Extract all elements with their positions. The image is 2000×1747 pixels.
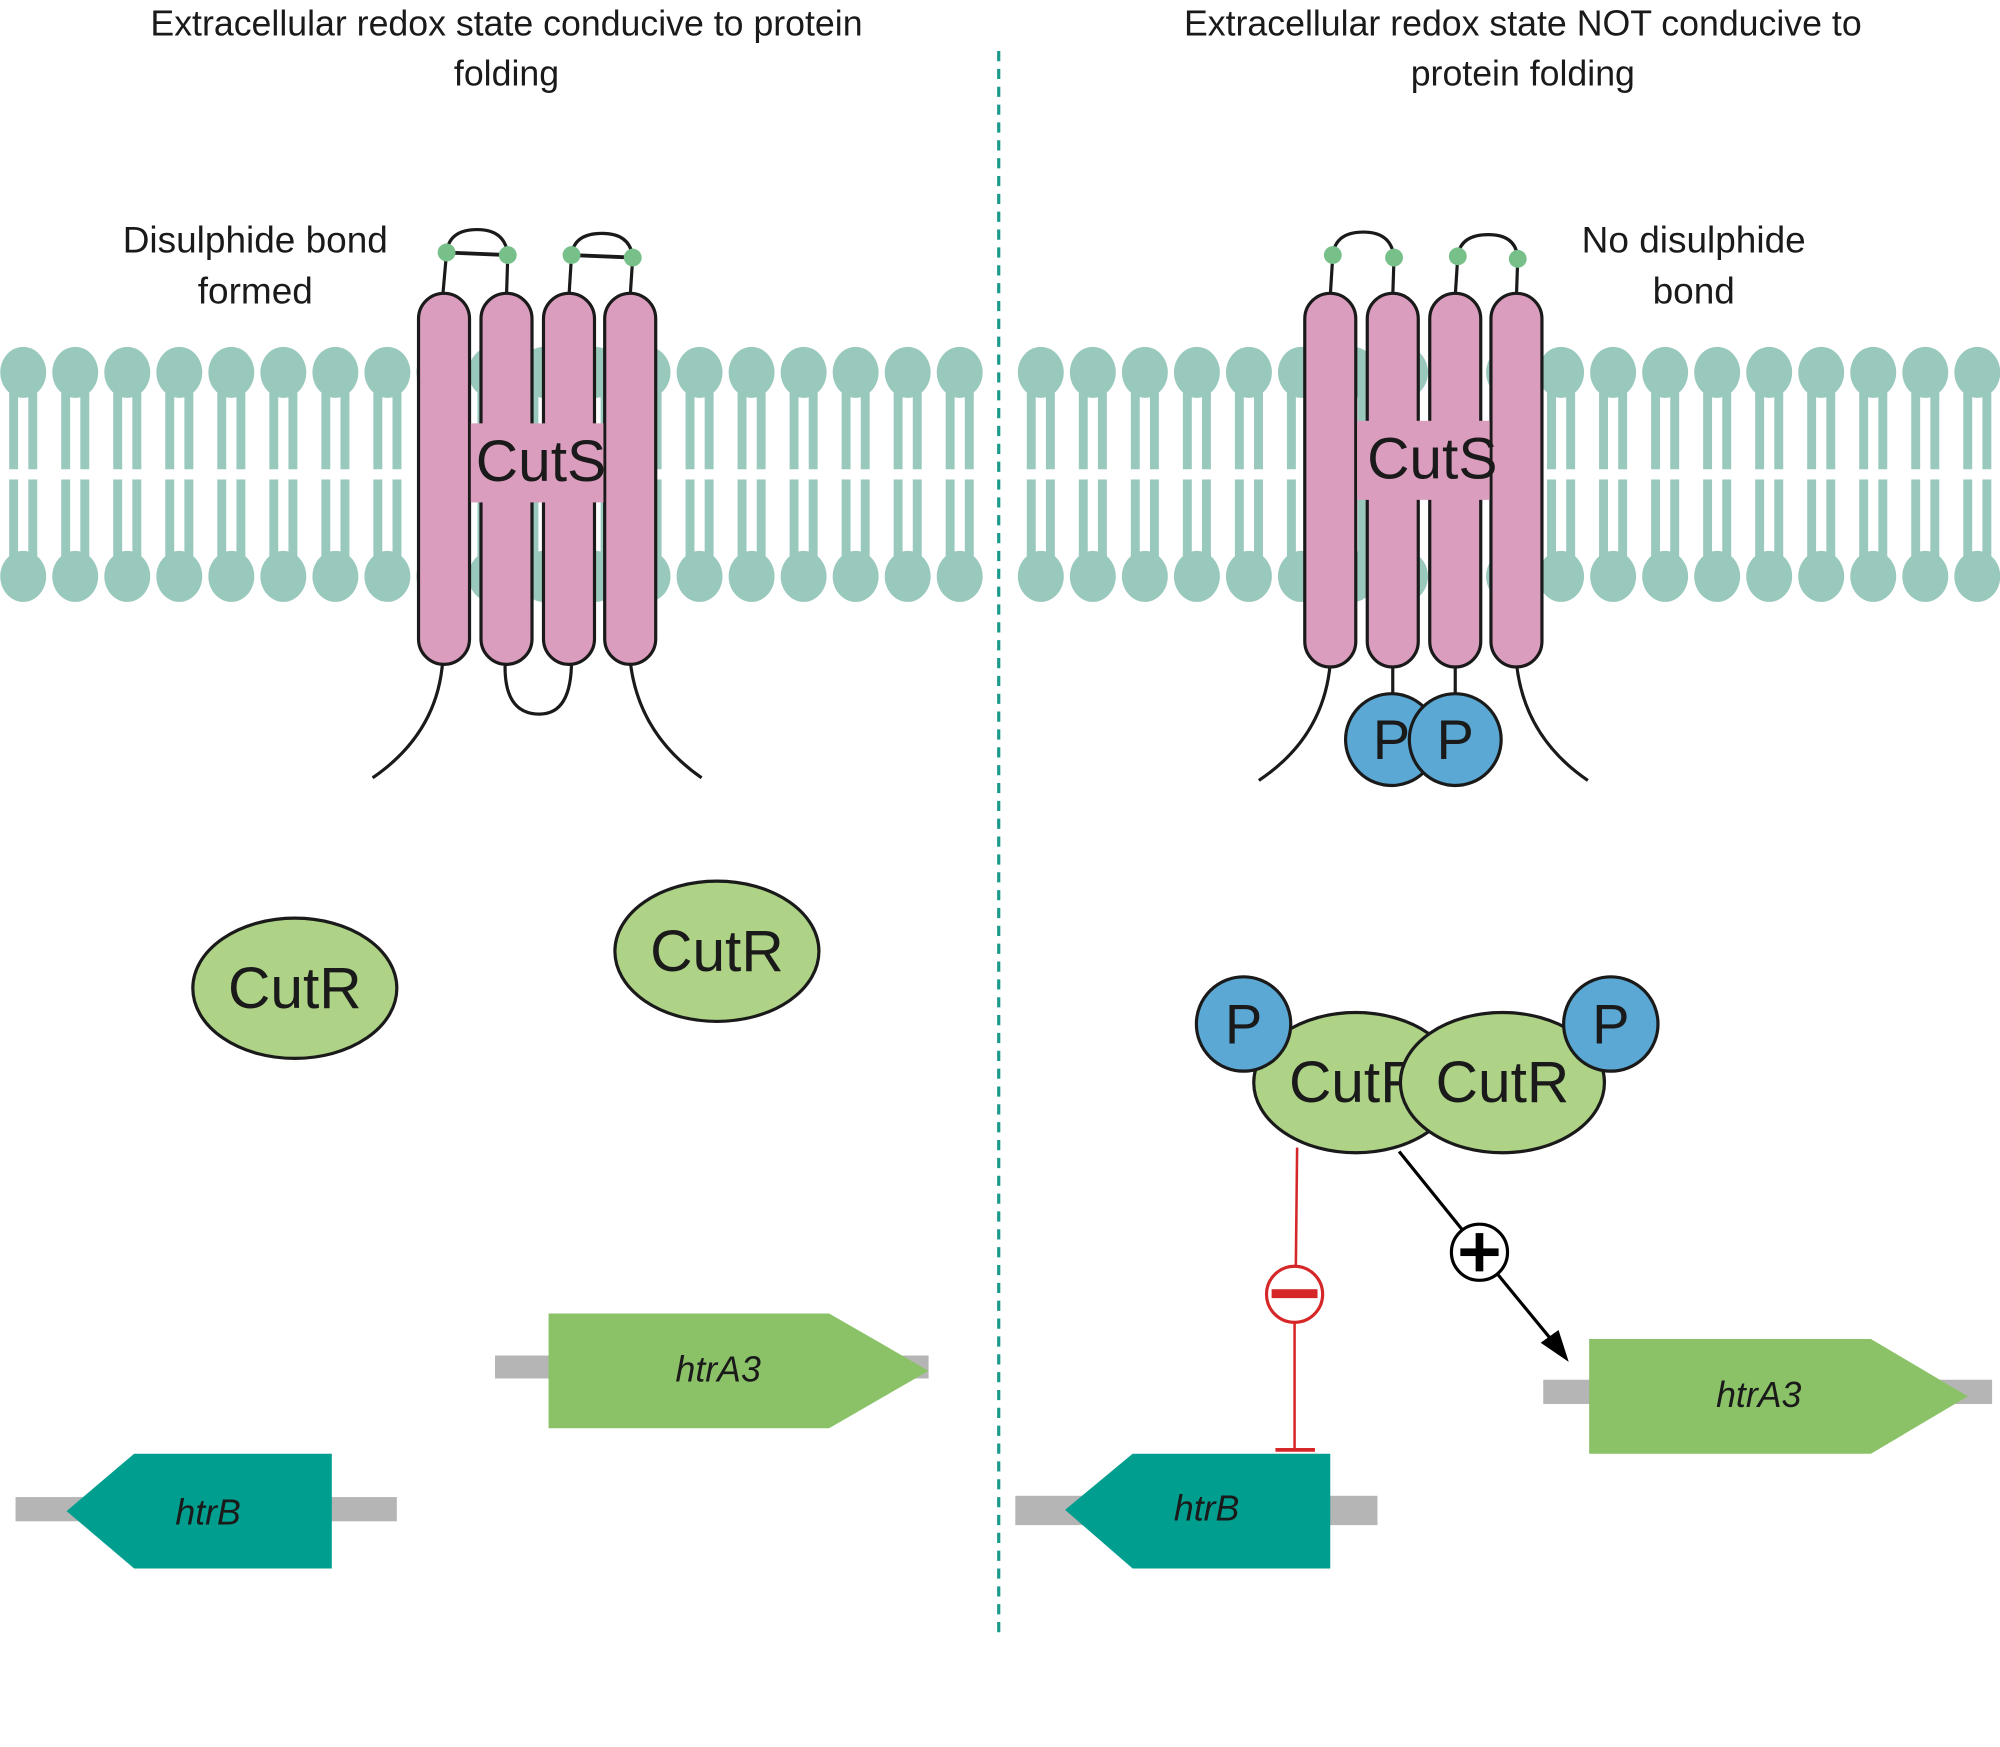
right-title-line1: Extracellular redox state NOT conducive … (1184, 4, 1862, 44)
cutr-dimer: P CutR CutR P (1194, 975, 1660, 1155)
lipid (1121, 346, 1168, 602)
lipid (156, 346, 203, 602)
cysteine-dot (437, 243, 456, 262)
lipid (780, 346, 827, 602)
helix (1303, 291, 1358, 669)
lipid (1746, 346, 1793, 602)
lipid (936, 346, 983, 602)
helix (603, 291, 658, 666)
gene-label: htrB (1174, 1489, 1239, 1529)
lipid (1069, 346, 1116, 602)
phosphate-label: P (1373, 708, 1410, 771)
left-title-line1: Extracellular redox state conducive to p… (150, 4, 862, 44)
cutr-ellipse (1398, 1010, 1607, 1155)
left-label-line1: Disulphide bond (123, 219, 388, 260)
lipid (1590, 346, 1637, 602)
cutr-label: CutR (228, 956, 362, 1021)
cysteine-dot (562, 246, 581, 264)
lipid (364, 346, 411, 602)
helix (1489, 291, 1544, 669)
cutr-ellipse (191, 916, 399, 1060)
cutr-label: CutR (1436, 1050, 1570, 1115)
lipid (52, 346, 99, 602)
gene-htrA3-right: htrA3 (1543, 1338, 1993, 1454)
right-label-line2: bond (1653, 270, 1735, 311)
lipid (104, 346, 151, 602)
phosphate-label: P (1437, 708, 1474, 771)
cysteine-dot (1385, 248, 1403, 267)
gene-htrB-left: htrB (15, 1453, 397, 1569)
cysteine-dot (623, 248, 642, 267)
lipid (312, 346, 359, 602)
lipid (1902, 346, 1949, 602)
left-label-line2: formed (198, 270, 313, 311)
lipid (1173, 346, 1220, 602)
activation-arrow (1397, 1150, 1569, 1362)
lipid (676, 346, 723, 602)
right-label-line1: No disulphide (1582, 219, 1806, 260)
cuts-label: CutS (1367, 427, 1497, 492)
lipid (208, 346, 255, 602)
cutr-ellipse (613, 879, 821, 1024)
lipid (1798, 346, 1845, 602)
gene-label: htrA3 (676, 1350, 761, 1390)
lipid (1538, 346, 1585, 602)
gene-htrA3-left: htrA3 (495, 1313, 929, 1429)
phosphate-circle (1562, 975, 1660, 1073)
disulphide-bond (571, 253, 633, 260)
disulphide-bond (446, 250, 508, 257)
gene-label: htrA3 (1716, 1375, 1801, 1415)
gene-htrB-right: htrB (1015, 1453, 1378, 1569)
lipid (728, 346, 775, 602)
cuts-label: CutS (476, 429, 606, 494)
lipid (1954, 346, 2000, 602)
lipid (0, 346, 47, 602)
cutr-label: CutR (650, 919, 784, 984)
lipid (884, 346, 931, 602)
helix (416, 291, 472, 666)
right-title-line2: protein folding (1411, 53, 1635, 93)
cysteine-dot (1448, 247, 1467, 266)
lipid (1850, 346, 1897, 602)
left-title-line2: folding (454, 53, 559, 93)
lipid (832, 346, 879, 602)
lipid (260, 346, 307, 602)
gene-label: htrB (175, 1492, 240, 1532)
lipid (1225, 346, 1272, 602)
phosphate-circle (1194, 975, 1293, 1073)
cysteine-dot (1323, 246, 1342, 264)
cuts-right: CutS P P (1257, 230, 1589, 788)
lipid (1642, 346, 1689, 602)
lipid (1017, 346, 1064, 602)
phosphate-label: P (1592, 992, 1629, 1055)
repression-arrow (1264, 1147, 1325, 1452)
cuts-left: CutS (371, 227, 703, 780)
phosphate-label: P (1225, 992, 1262, 1055)
phosphate-circle (1407, 692, 1503, 788)
cysteine-dot (498, 246, 517, 264)
lipid (1694, 346, 1741, 602)
cysteine-dot (1508, 249, 1527, 268)
